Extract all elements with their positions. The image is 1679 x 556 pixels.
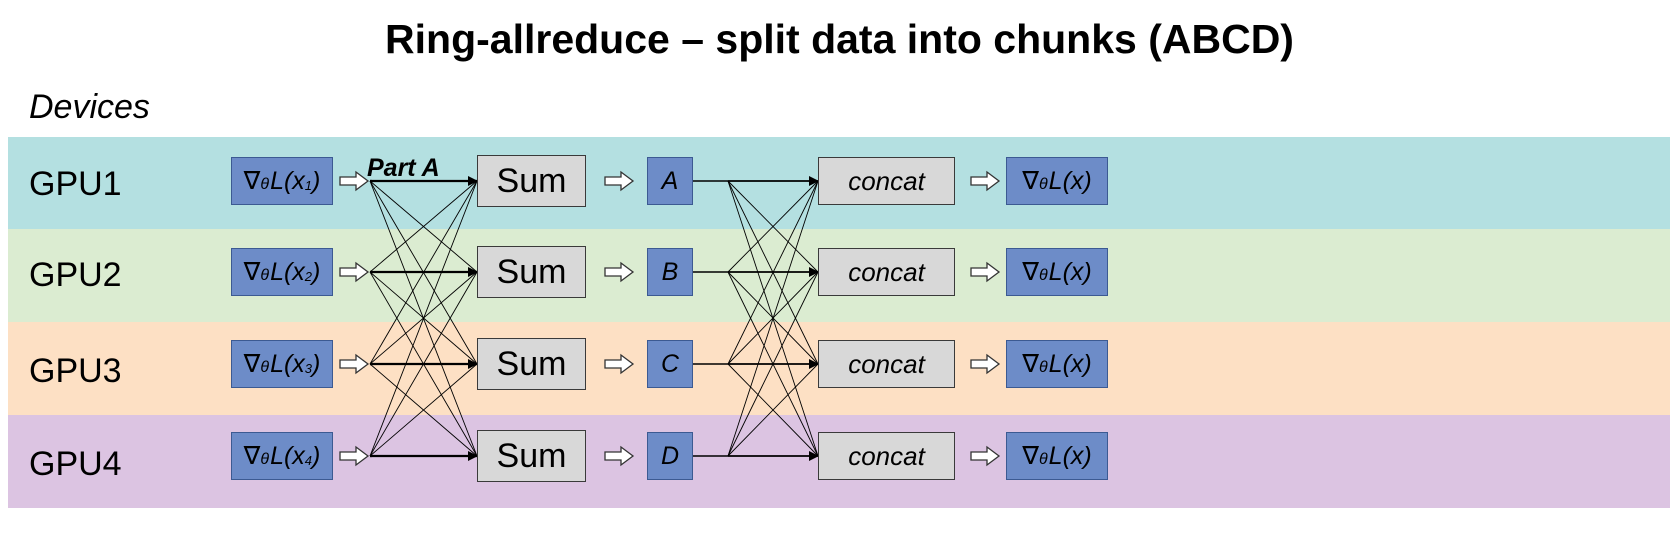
gpu4-sum-box: Sum [477, 430, 586, 482]
mesh1-cross-line [369, 180, 478, 273]
wire-lines [369, 176, 819, 461]
nabla-symbol: ∇ [1022, 350, 1039, 378]
gradient-open: L(x [270, 441, 305, 470]
gradient-open: L(x [270, 166, 305, 195]
gpu1-chunk-box: A [647, 157, 693, 205]
gpu2-concat-box: concat [818, 248, 955, 296]
mesh1-cross-line [369, 180, 478, 365]
gpu4-chunk-box: D [647, 432, 693, 480]
gradient-close: ) [312, 349, 321, 378]
gradient-open: L(x [270, 257, 305, 286]
nabla-symbol: ∇ [243, 442, 261, 470]
nabla-symbol: ∇ [243, 167, 261, 195]
concat-out-arrow [970, 170, 1001, 192]
theta-symbol: θ [1038, 176, 1048, 193]
nabla-symbol: ∇ [243, 258, 261, 286]
part-a-label: Part A [367, 154, 440, 182]
sum-out-arrow [604, 261, 635, 283]
gpu3-sum-box: Sum [477, 338, 586, 390]
gradient-subscript: 3 [304, 360, 313, 376]
result-text: L(x) [1048, 441, 1092, 470]
mesh2-cross-line [727, 180, 819, 457]
gradient-out-arrow [339, 445, 370, 467]
diagram-title: Ring-allreduce – split data into chunks … [385, 16, 1294, 62]
theta-symbol: θ [260, 176, 270, 193]
mesh2-cross-line [727, 363, 819, 457]
mesh1-cross-line [369, 271, 478, 457]
gpu3-chunk-box: C [647, 340, 693, 388]
sum-out-arrow [604, 445, 635, 467]
gradient-close: ) [312, 166, 321, 195]
nabla-symbol: ∇ [243, 350, 261, 378]
gpu1-concat-box: concat [818, 157, 955, 205]
result-text: L(x) [1048, 349, 1092, 378]
mesh1-cross-line [369, 180, 478, 457]
gradient-subscript: 2 [304, 268, 313, 284]
gradient-subscript: 4 [304, 452, 313, 468]
concat-out-arrow [970, 445, 1001, 467]
gradient-out-arrow [339, 353, 370, 375]
gpu1-sum-box: Sum [477, 155, 586, 207]
gpu2-label: GPU2 [29, 256, 122, 294]
mesh2-cross-line [727, 180, 819, 365]
mesh2-cross-line [727, 271, 819, 457]
result-text: L(x) [1048, 166, 1092, 195]
gpu3-concat-box: concat [818, 340, 955, 388]
gradient-out-arrow [339, 261, 370, 283]
theta-symbol: θ [260, 359, 270, 376]
hollow-arrows [339, 170, 1001, 467]
gpu2-chunk-box: B [647, 248, 693, 296]
gradient-subscript: 1 [304, 177, 313, 193]
gpu1-label: GPU1 [29, 165, 122, 203]
gradient-open: L(x [270, 349, 305, 378]
theta-symbol: θ [1038, 359, 1048, 376]
sum-out-arrow [604, 353, 635, 375]
nabla-symbol: ∇ [1022, 167, 1039, 195]
gradient-close: ) [312, 441, 321, 470]
concat-out-arrow [970, 261, 1001, 283]
gpu4-concat-box: concat [818, 432, 955, 480]
theta-symbol: θ [1038, 267, 1048, 284]
theta-symbol: θ [260, 451, 270, 468]
theta-symbol: θ [260, 267, 270, 284]
gradient-out-arrow [339, 170, 370, 192]
theta-symbol: θ [1038, 451, 1048, 468]
devices-heading: Devices [29, 88, 150, 126]
mesh2-cross-line [727, 180, 819, 273]
gpu2-sum-box: Sum [477, 246, 586, 298]
gradient-close: ) [312, 257, 321, 286]
nabla-symbol: ∇ [1022, 258, 1039, 286]
concat-out-arrow [970, 353, 1001, 375]
sum-out-arrow [604, 170, 635, 192]
gpu3-label: GPU3 [29, 352, 122, 390]
mesh1-cross-line [369, 363, 478, 457]
result-text: L(x) [1048, 257, 1092, 286]
gpu4-label: GPU4 [29, 445, 122, 483]
nabla-symbol: ∇ [1022, 442, 1039, 470]
